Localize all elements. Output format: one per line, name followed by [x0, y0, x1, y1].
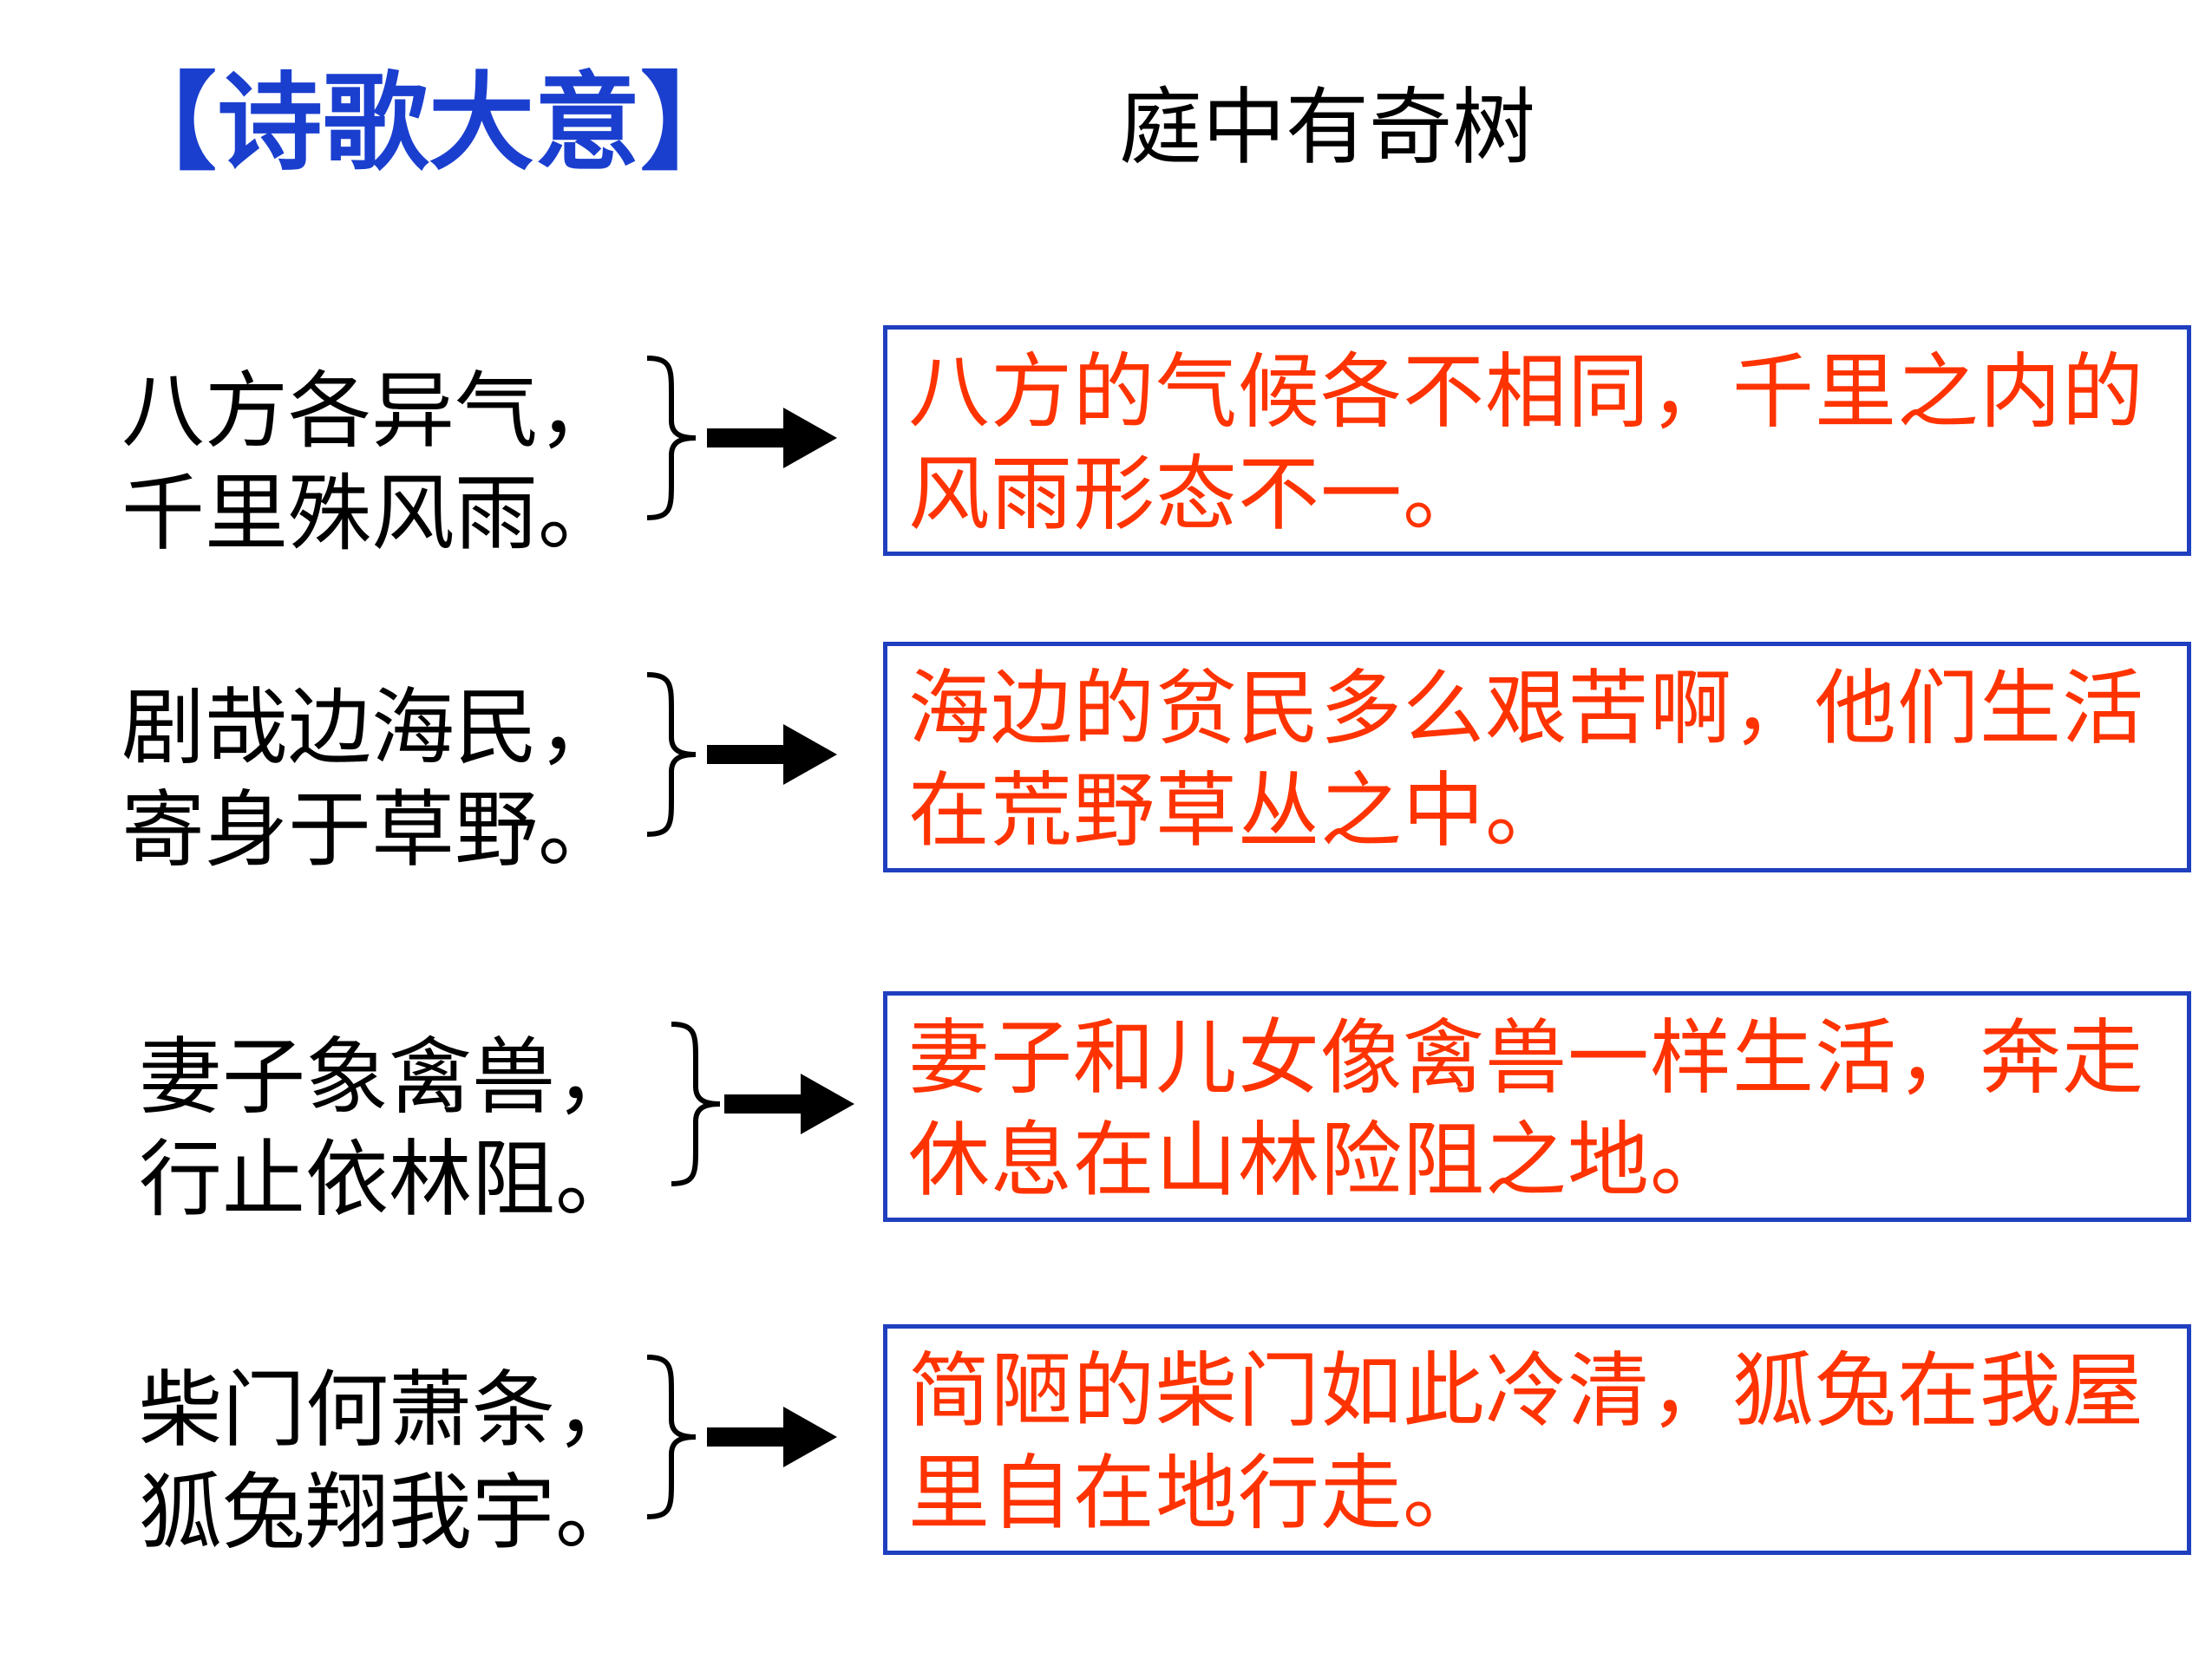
verse-line: 妻子象禽兽， [139, 1029, 638, 1126]
verse-line: 八方各异气， [121, 362, 621, 460]
right-arrow-icon [707, 408, 837, 468]
meaning-text: 妻子和儿女像禽兽一样生活，奔走休息在山林险阻之地。 [908, 1011, 2145, 1208]
stanza-row-2: 剧哉边海民， 寄身于草野。 海边的贫民多么艰苦啊，他们生活在荒野草丛之中。 [0, 642, 2212, 885]
right-brace-icon [646, 356, 697, 520]
verse-line: 剧哉边海民， [121, 679, 621, 776]
right-arrow-icon [707, 724, 837, 785]
section-heading: 【诗歌大意】 [111, 62, 746, 185]
verse-block: 八方各异气， 千里殊风雨。 [121, 360, 659, 565]
verse-line: 寄身于草野。 [121, 781, 621, 878]
poem-title: 庭中有奇树 [1119, 79, 1535, 176]
verse-block: 柴门何萧条， 狐兔翔我宇。 [139, 1359, 677, 1564]
stanza-row-3: 妻子象禽兽， 行止依林阻。 妻子和儿女像禽兽一样生活，奔走休息在山林险阻之地。 [0, 991, 2212, 1234]
meaning-box: 妻子和儿女像禽兽一样生活，奔走休息在山林险阻之地。 [883, 991, 2191, 1222]
verse-line: 柴门何萧条， [139, 1362, 638, 1459]
verse-block: 剧哉边海民， 寄身于草野。 [121, 676, 659, 881]
right-arrow-icon [707, 1407, 837, 1467]
verse-line: 行止依林阻。 [139, 1131, 638, 1228]
verse-line: 千里殊风雨。 [121, 465, 621, 562]
right-brace-icon [671, 1022, 721, 1186]
verse-line: 狐兔翔我宇。 [139, 1464, 638, 1561]
stanza-row-4: 柴门何萧条， 狐兔翔我宇。 简陋的柴门如此冷清，狐兔在我屋里自在地行走。 [0, 1324, 2212, 1567]
right-brace-icon [646, 1355, 697, 1519]
meaning-text: 八方的气候各不相同，千里之内的风雨形态不一。 [908, 345, 2145, 542]
right-arrow-icon [724, 1074, 854, 1134]
meaning-box: 八方的气候各不相同，千里之内的风雨形态不一。 [883, 325, 2191, 556]
verse-block: 妻子象禽兽， 行止依林阻。 [139, 1026, 677, 1231]
meaning-text: 简陋的柴门如此冷清，狐兔在我屋里自在地行走。 [908, 1344, 2145, 1541]
meaning-box: 简陋的柴门如此冷清，狐兔在我屋里自在地行走。 [883, 1324, 2191, 1555]
meaning-box: 海边的贫民多么艰苦啊，他们生活在荒野草丛之中。 [883, 642, 2191, 872]
meaning-text: 海边的贫民多么艰苦啊，他们生活在荒野草丛之中。 [908, 662, 2145, 859]
right-brace-icon [646, 672, 697, 837]
stanza-row-1: 八方各异气， 千里殊风雨。 八方的气候各不相同，千里之内的风雨形态不一。 [0, 325, 2212, 568]
